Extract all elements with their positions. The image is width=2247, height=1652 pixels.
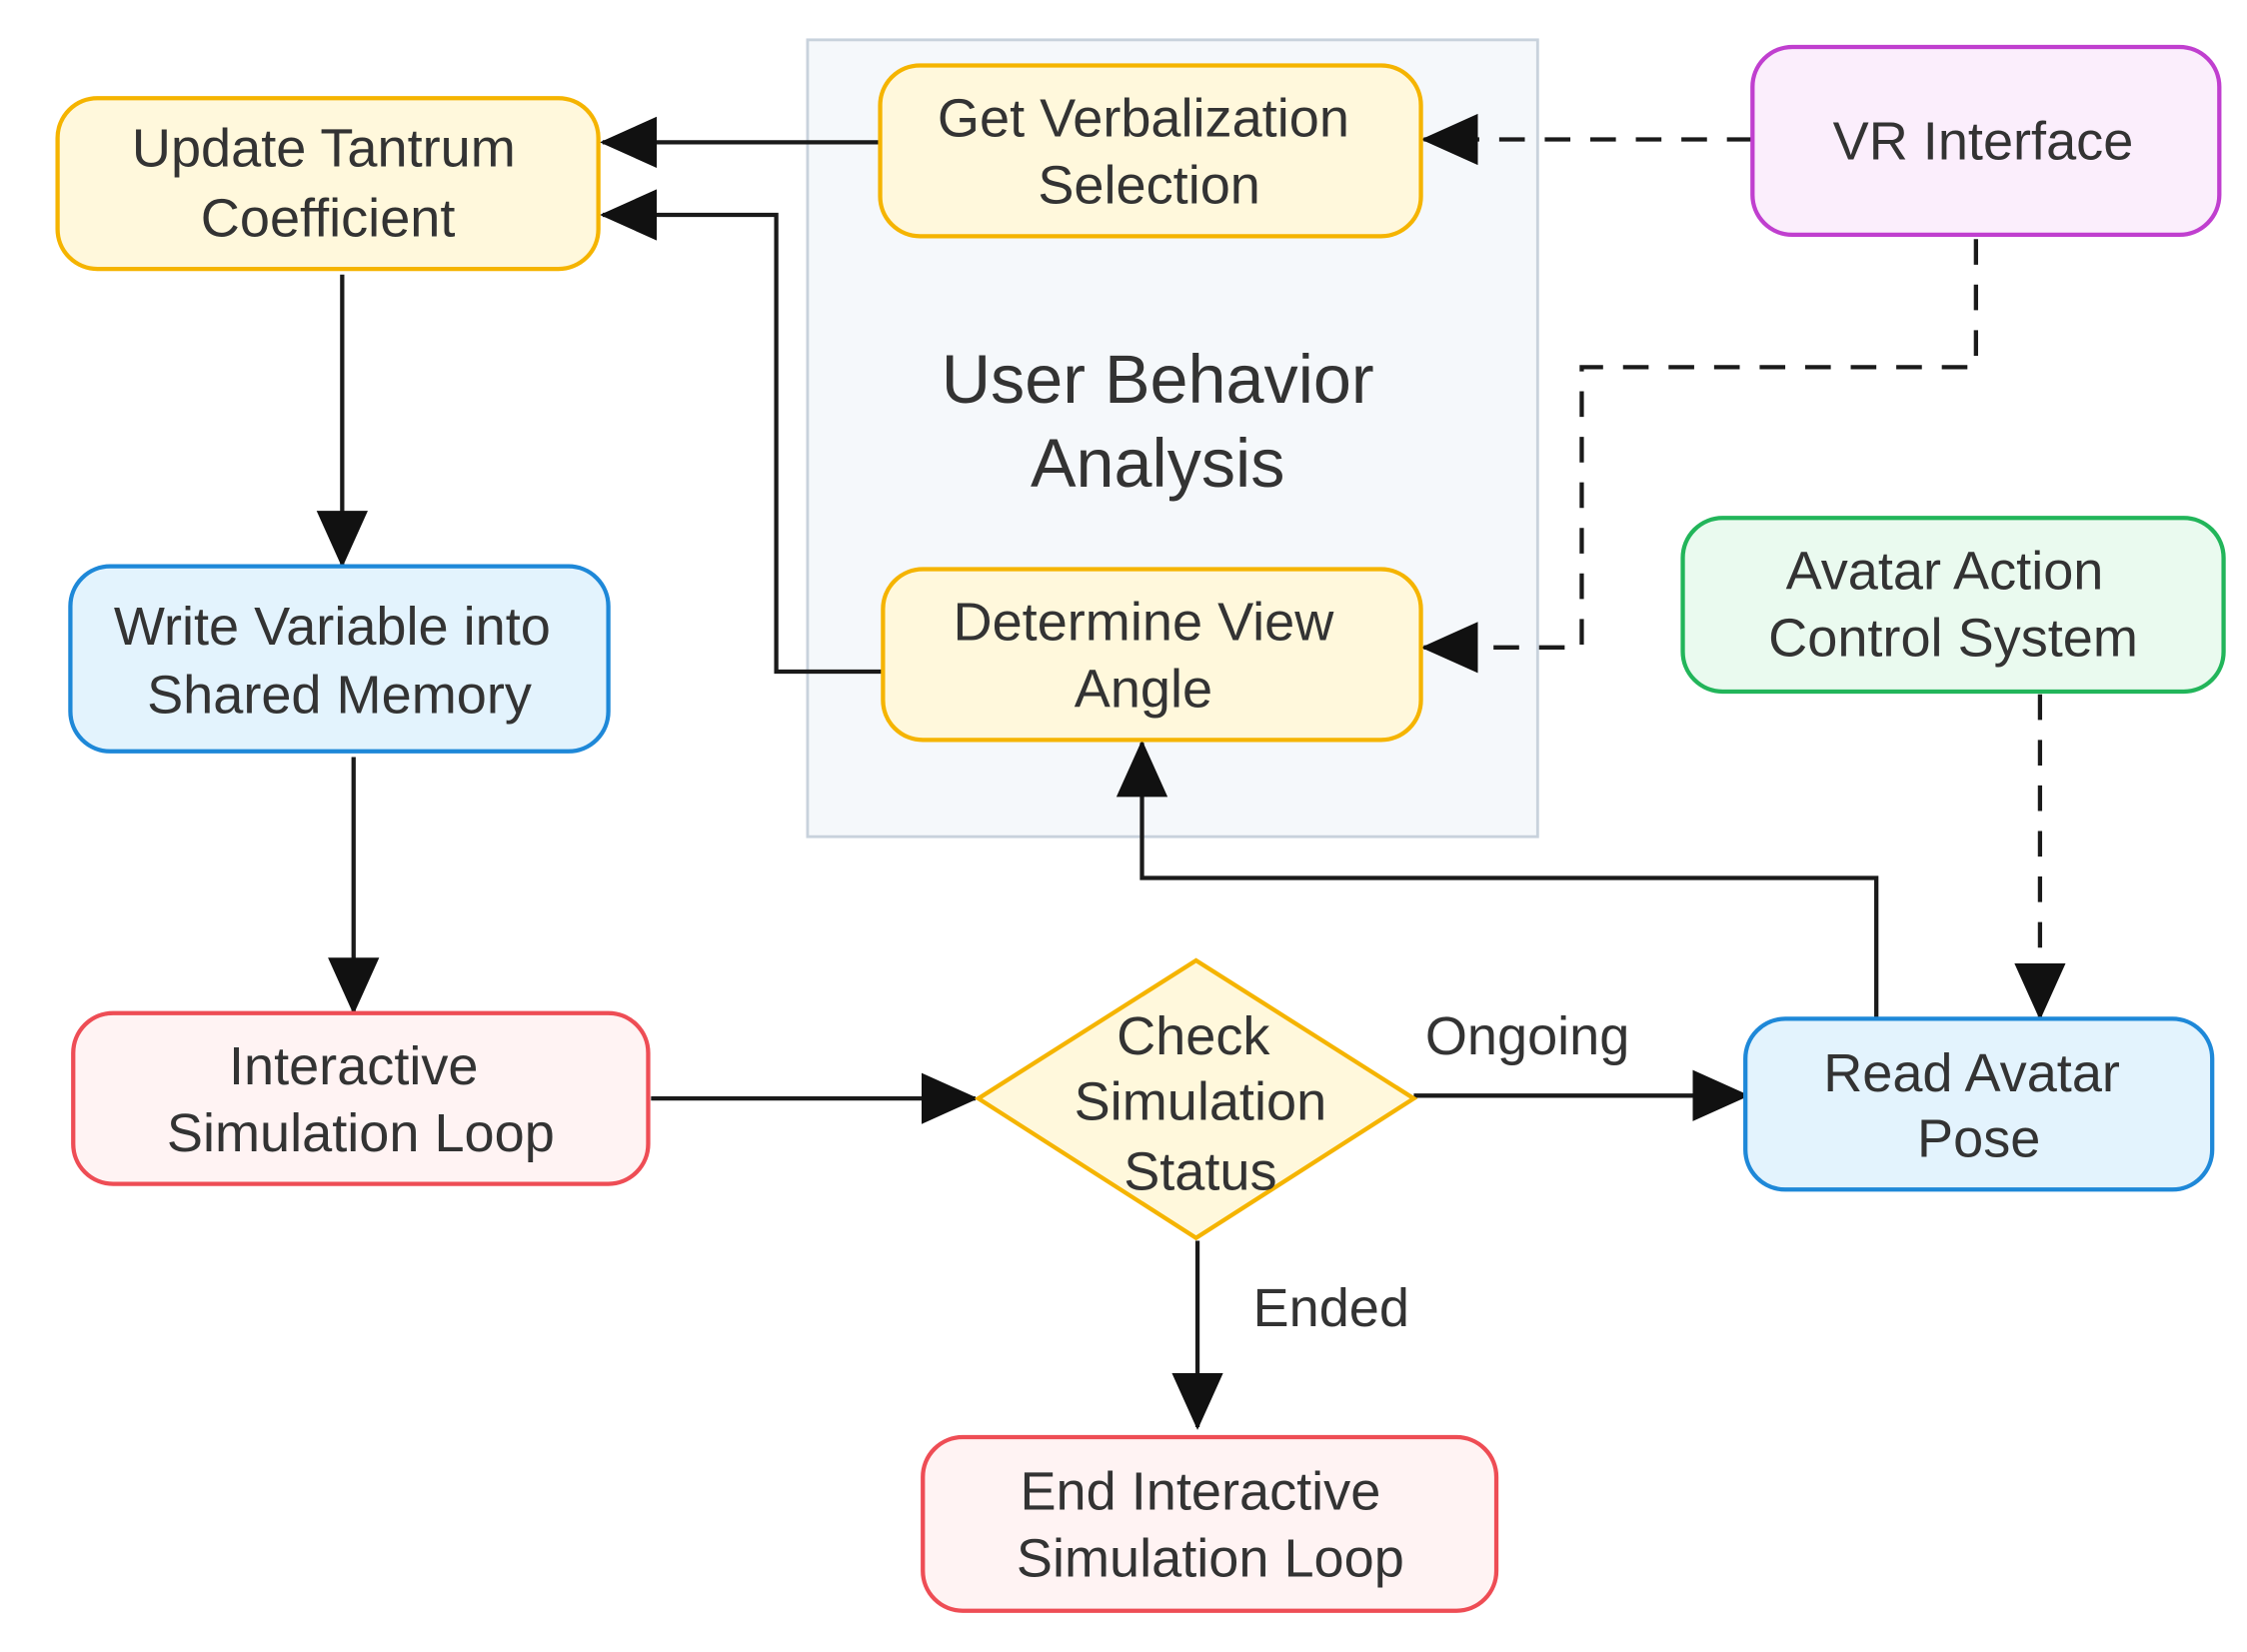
svg-text:VR Interface: VR Interface [1833,111,2134,171]
svg-text:Avatar Action: Avatar Action [1786,541,2104,601]
svg-text:Shared Memory: Shared Memory [147,665,532,725]
edge-label-ongoing: Ongoing [1425,1006,1630,1066]
node-check-simulation-status[interactable]: Check Simulation Status [974,957,1418,1241]
group-label-line2: Analysis [1031,426,1284,502]
svg-text:Simulation Loop: Simulation Loop [167,1103,555,1163]
svg-text:Simulation: Simulation [1075,1072,1327,1132]
node-read-avatar-pose[interactable]: Read Avatar Pose [1743,1016,2215,1192]
edge-viewangle-to-tantrum [600,189,882,675]
svg-text:Update Tantrum: Update Tantrum [132,119,516,179]
svg-text:Status: Status [1124,1141,1276,1201]
node-end-interactive-simulation-loop[interactable]: End Interactive Simulation Loop [921,1434,1499,1613]
svg-text:Selection: Selection [1038,156,1260,216]
node-avatar-action-control-system[interactable]: Avatar Action Control System [1680,516,2226,695]
svg-text:Write Variable into: Write Variable into [114,597,551,657]
node-write-variable-shared-memory[interactable]: Write Variable into Shared Memory [68,564,611,754]
edge-label-ended: Ended [1253,1278,1409,1338]
node-determine-view-angle[interactable]: Determine View Angle [881,567,1423,743]
node-get-verbalization-selection[interactable]: Get Verbalization Selection [878,63,1423,239]
svg-text:Pose: Pose [1917,1109,2040,1169]
svg-text:Control System: Control System [1768,608,2138,668]
svg-text:Check: Check [1117,1006,1270,1066]
node-update-tantrum-coefficient[interactable]: Update Tantrum Coefficient [55,96,601,272]
group-label-line1: User Behavior [942,342,1374,418]
svg-text:Coefficient: Coefficient [201,188,456,248]
node-interactive-simulation-loop[interactable]: Interactive Simulation Loop [71,1010,651,1186]
svg-text:Get Verbalization: Get Verbalization [938,89,1349,149]
svg-text:Interactive: Interactive [229,1036,479,1096]
svg-text:Determine View: Determine View [954,593,1335,653]
edge-vr-to-viewangle [1420,239,1978,674]
svg-text:Angle: Angle [1075,660,1212,720]
edge-readpose-to-viewangle [1116,740,1879,1019]
svg-text:Simulation Loop: Simulation Loop [1017,1529,1404,1589]
node-vr-interface[interactable]: VR Interface [1750,44,2222,238]
svg-text:End Interactive: End Interactive [1020,1462,1380,1522]
svg-text:Read Avatar: Read Avatar [1823,1043,2120,1103]
